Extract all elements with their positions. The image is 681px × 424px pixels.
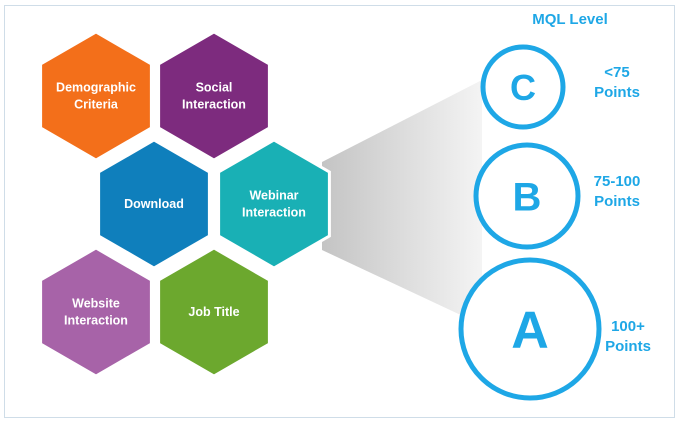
mql-points-label: <75 (604, 64, 629, 81)
mql-letter: B (513, 175, 542, 219)
hexagon-webinar-label: Interaction (242, 206, 306, 220)
diagram-frame (4, 5, 675, 418)
projection-beam (322, 80, 482, 325)
hexagon-jobtitle: Job Title (157, 246, 271, 378)
mql-circle-c (480, 44, 566, 130)
hexagon-download-label: Download (124, 197, 184, 211)
mql-points-label: Points (594, 84, 640, 101)
hexagon-website-shape (39, 246, 153, 378)
mql-level-title: MQL Level (532, 11, 608, 28)
mql-letter: A (511, 302, 549, 360)
hexagon-webinar-label: Webinar (249, 189, 298, 203)
hexagon-jobtitle-label: Job Title (188, 305, 239, 319)
hexagon-download: Download (97, 138, 211, 270)
hexagon-demographic-shape (39, 30, 153, 162)
mql-points-label: 100+ (611, 318, 645, 335)
hexagon-website-label: Interaction (64, 314, 128, 328)
mql-circle-b (473, 142, 581, 250)
criteria-hexagons: DemographicCriteriaSocialInteractionDown… (39, 30, 331, 378)
hexagon-download-shape (97, 138, 211, 270)
hexagon-demographic-label: Criteria (74, 98, 119, 112)
hexagon-demographic-label: Demographic (56, 81, 136, 95)
hexagon-webinar-shape (217, 138, 331, 270)
hexagon-jobtitle-shape (157, 246, 271, 378)
mql-letter: C (510, 67, 536, 108)
hexagon-social-label: Social (196, 81, 233, 95)
hexagon-social-shape (157, 30, 271, 162)
mql-points-label: Points (605, 338, 651, 355)
hexagon-website-label: Website (72, 297, 120, 311)
mql-points-label: Points (594, 193, 640, 210)
mql-circle-a (458, 257, 602, 401)
hexagon-social-label: Interaction (182, 98, 246, 112)
mql-points-label: 75-100 (594, 173, 641, 190)
mql-level-a: A 100+ Points (458, 257, 651, 401)
